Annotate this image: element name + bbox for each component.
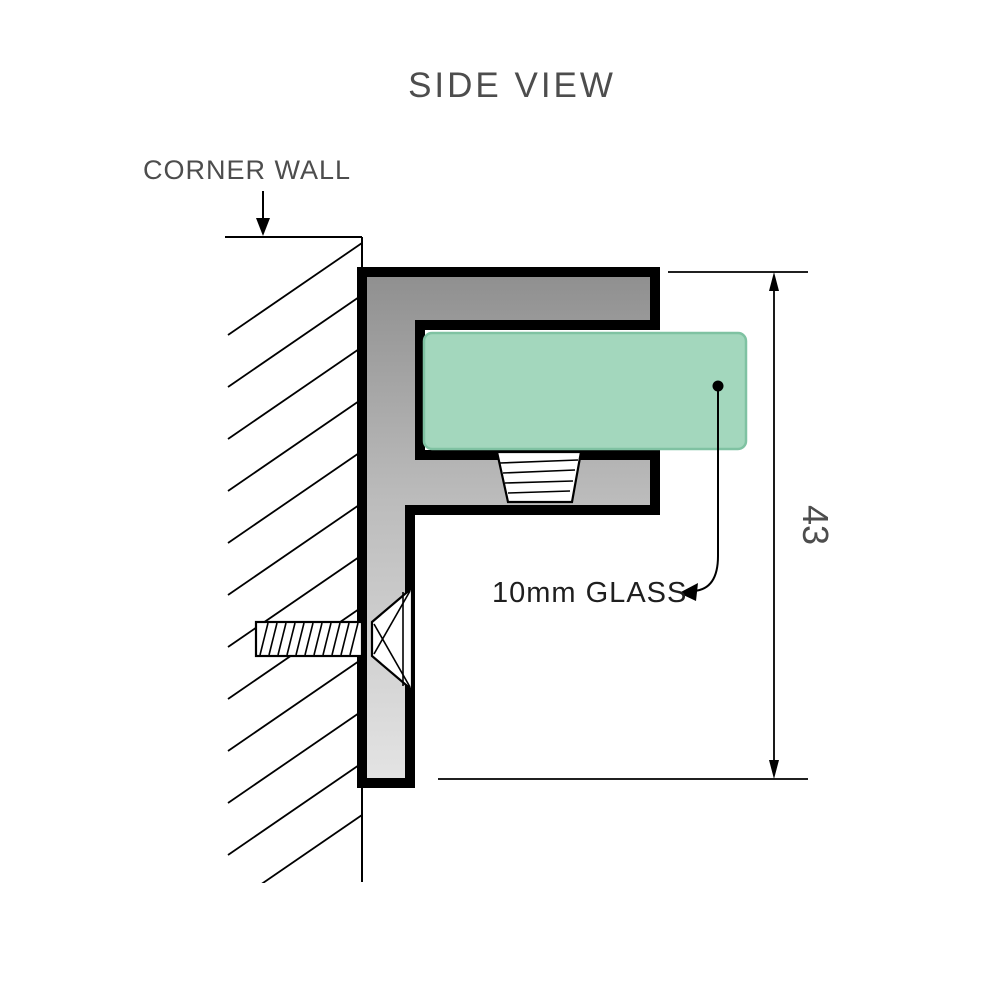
dimension-label: 43 xyxy=(795,505,836,545)
glass-leader-arrow-icon xyxy=(679,583,698,601)
grub-screw xyxy=(495,450,583,504)
glass-panel xyxy=(422,331,748,451)
glass-leader-dot xyxy=(712,380,724,392)
wall-hatching xyxy=(227,242,363,883)
dimension-arrow-down-icon xyxy=(769,760,779,779)
glass-label: 10mm GLASS xyxy=(492,577,687,609)
corner-wall-label: CORNER WALL xyxy=(143,155,351,185)
bracket-profile xyxy=(357,267,660,788)
wall-screw xyxy=(254,585,414,693)
glass-leader-line xyxy=(693,391,719,592)
corner-wall-callout: CORNER WALL xyxy=(143,155,351,236)
page-title: SIDE VIEW xyxy=(408,66,616,105)
corner-wall-arrow-icon xyxy=(256,218,270,236)
screw-head xyxy=(370,585,414,693)
grub-screw-body xyxy=(495,450,583,504)
wall xyxy=(225,236,363,883)
glass-callout: 10mm GLASS xyxy=(492,380,724,609)
dimension-43: 43 xyxy=(438,271,836,780)
dimension-arrow-up-icon xyxy=(769,272,779,291)
